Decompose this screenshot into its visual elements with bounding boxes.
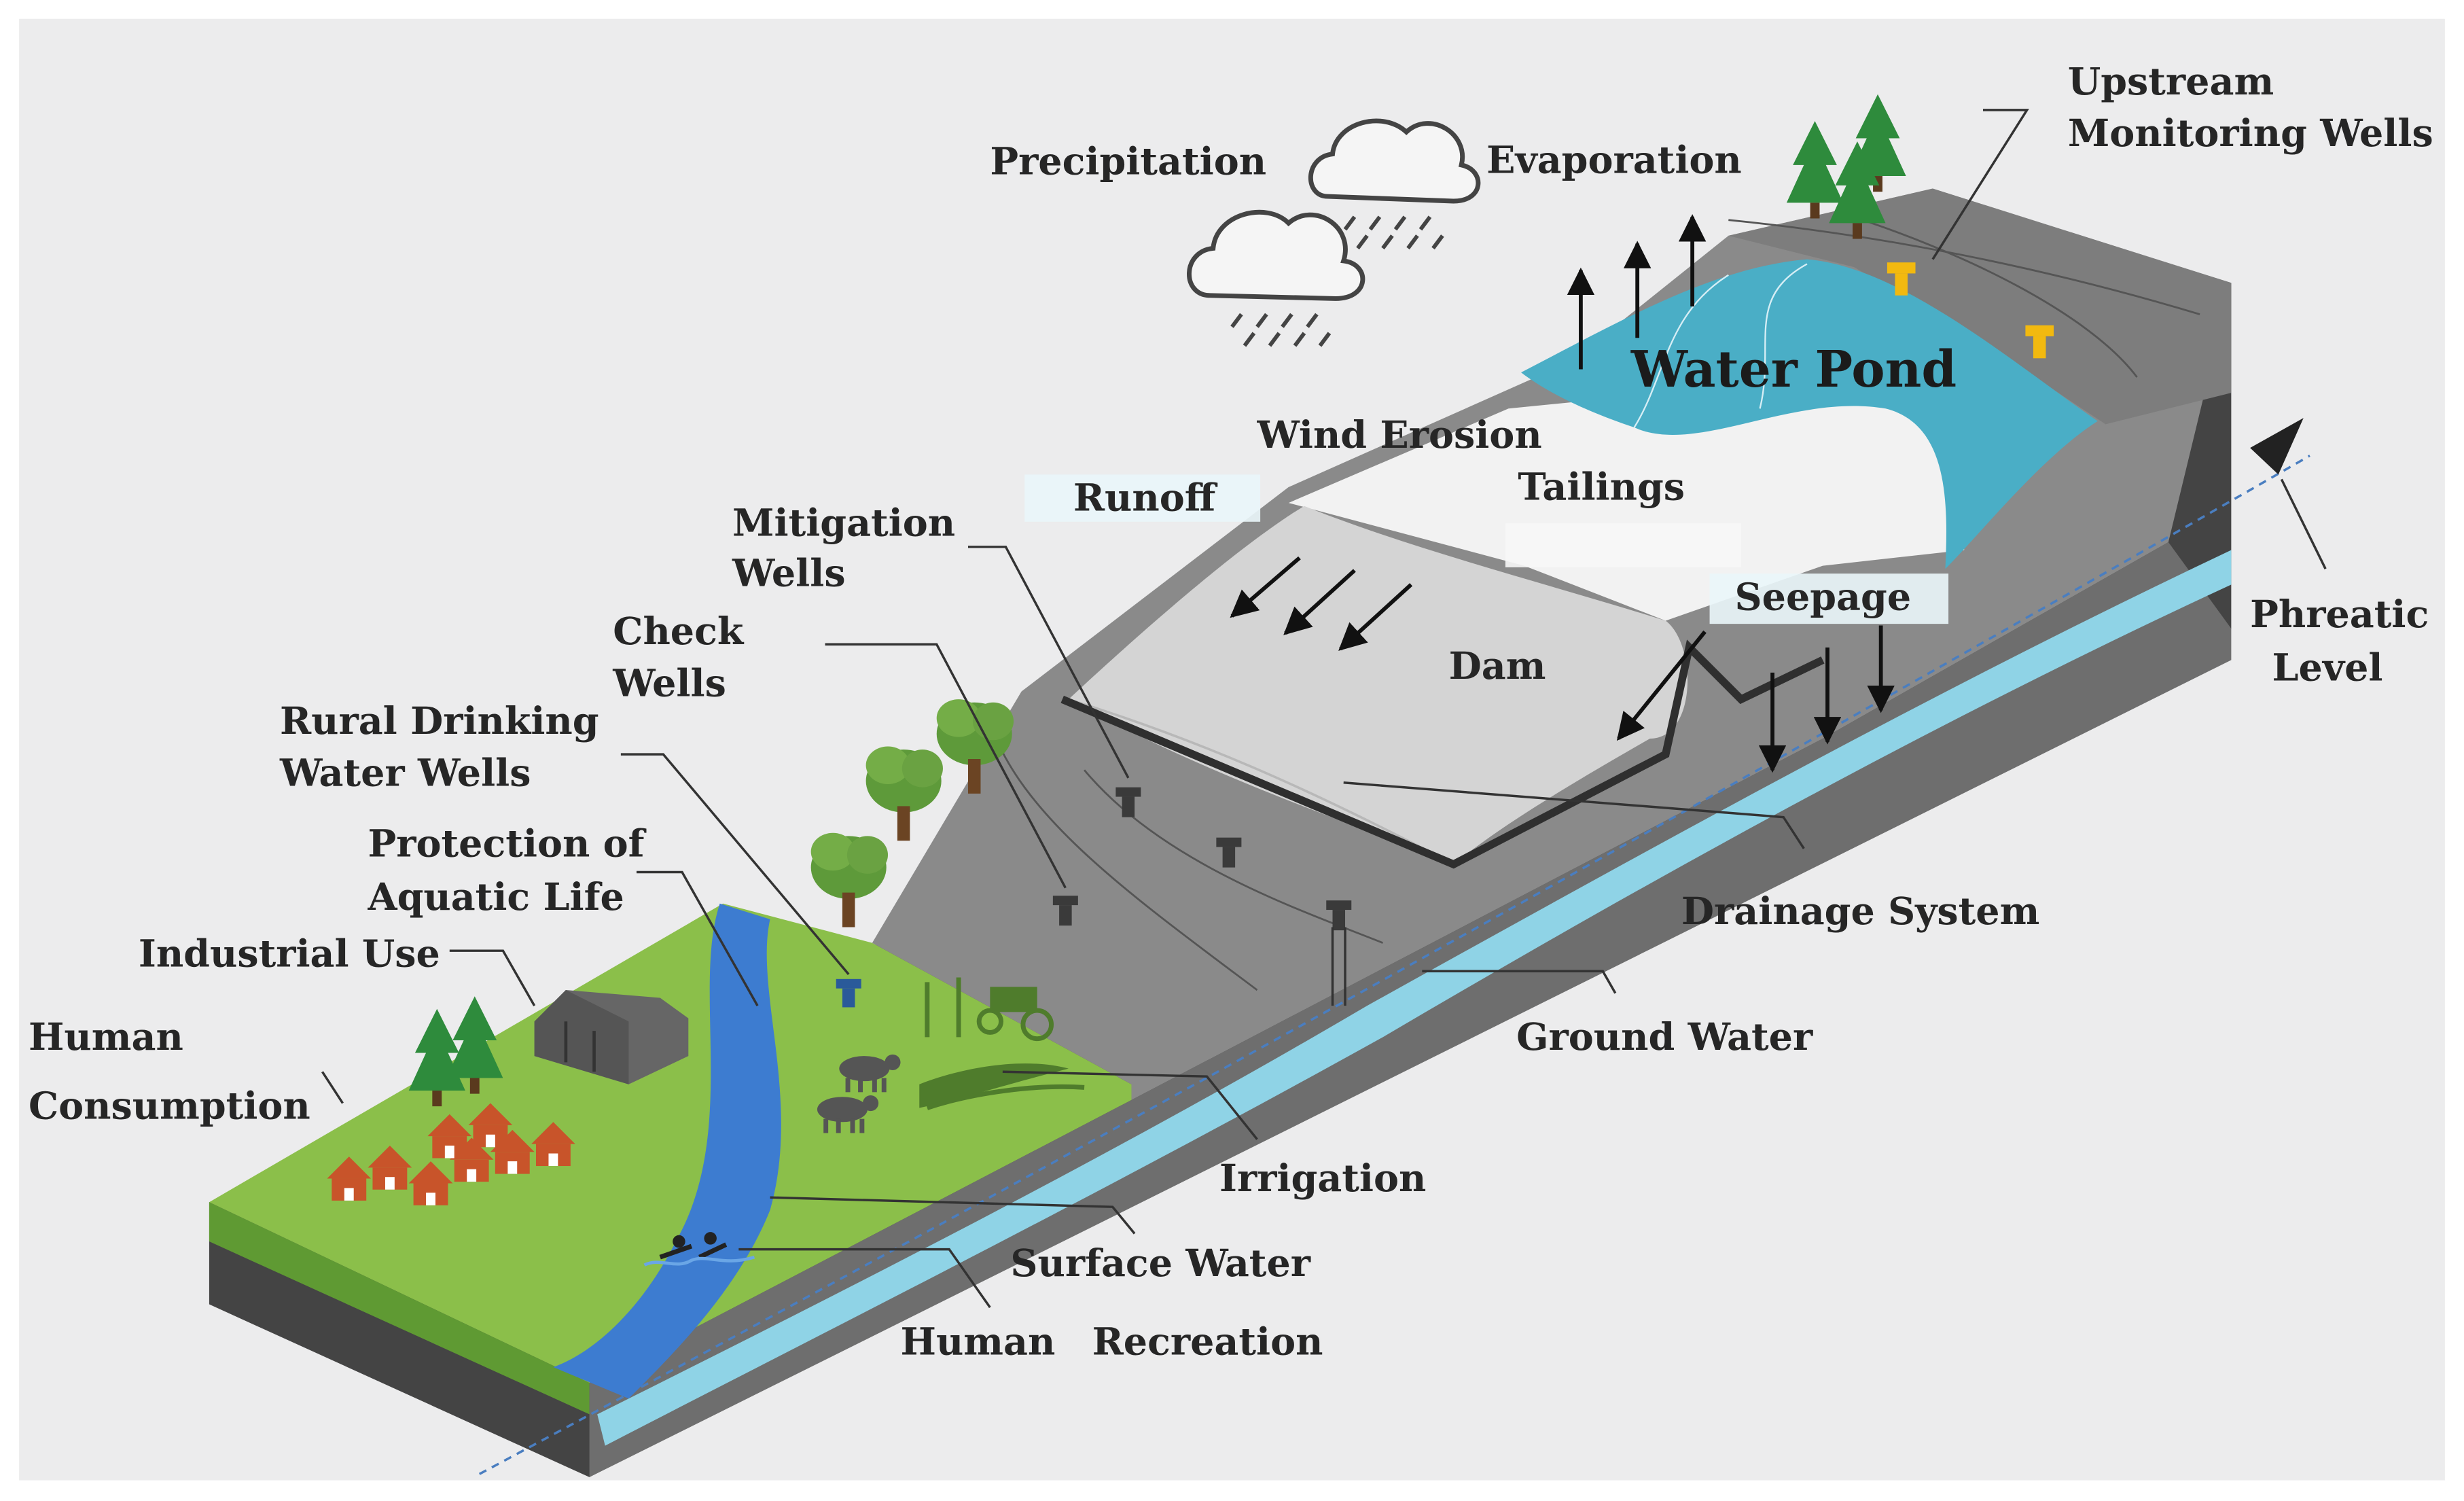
surface-water-label: Surface Water — [1010, 1241, 1310, 1286]
evaporation-arrows — [1567, 214, 1707, 370]
rural-wells-label-line1: Rural Drinking — [280, 699, 599, 743]
water-pond — [1521, 259, 2098, 569]
industrial-building-icon — [534, 989, 689, 1084]
protection-label-line2: Aquatic Life — [368, 875, 624, 919]
leader-lines — [321, 109, 2327, 1309]
protection-label-line1: Protection of — [368, 822, 647, 866]
runoff-label: Runoff — [1073, 476, 1218, 520]
dam-label: Dam — [1449, 644, 1546, 688]
phreatic-line — [478, 455, 2310, 1475]
evaporation-label: Evaporation — [1486, 138, 1742, 182]
check-wells-label-line2: Wells — [612, 662, 726, 706]
farm-icon — [817, 977, 1085, 1133]
rural-wells-label-line2: Water Wells — [279, 751, 531, 795]
drainage-system-label: Drainage System — [1681, 889, 2039, 934]
drainage-line — [1060, 639, 1825, 869]
human-consumption-label-line1: Human — [29, 1015, 183, 1059]
precipitation-label: Precipitation — [990, 140, 1266, 184]
river — [553, 903, 781, 1399]
phreatic-level-label-line1: Phreatic — [2250, 593, 2429, 637]
upstream-terrain — [1728, 188, 2232, 425]
check-wells-label-line1: Check — [613, 610, 745, 654]
upstream-wells-label-line1: Upstream — [2068, 60, 2274, 104]
irrigation-label: Irrigation — [1219, 1156, 1426, 1201]
mitigation-wells-label-line1: Mitigation — [732, 501, 955, 546]
ground-water-label: Ground Water — [1516, 1015, 1813, 1059]
phreatic-level-label-line2: Level — [2272, 646, 2383, 690]
grass-side — [209, 1202, 590, 1415]
human-recreation-label-human: Human — [901, 1320, 1056, 1364]
wind-erosion-arrows — [1230, 556, 1413, 651]
cloud-icon — [1187, 209, 1365, 347]
tailings-surface — [1288, 361, 1965, 621]
dam-face — [1068, 506, 1688, 864]
tailings-label: Tailings — [1518, 465, 1685, 509]
upstream-wells-label-line2: Monitoring Wells — [2068, 111, 2433, 156]
grass-top — [209, 903, 1132, 1383]
mitigation-wells-label-line2: Wells — [732, 552, 846, 596]
check-well-icon — [1326, 900, 1352, 1006]
human-consumption-label-line2: Consumption — [29, 1084, 310, 1129]
industrial-use-label: Industrial Use — [139, 932, 440, 976]
seepage-label: Seepage — [1735, 575, 1912, 619]
human-recreation-label-recreation: Recreation — [1092, 1320, 1323, 1364]
seepage-arrows — [1616, 625, 1895, 773]
groundwater-band — [597, 550, 2232, 1446]
cloud-icon — [1308, 118, 1481, 250]
swimmers-icon — [643, 1232, 755, 1267]
phreatic-marker-icon — [2250, 418, 2304, 475]
wind-erosion-label: Wind Erosion — [1257, 413, 1542, 457]
water-pond-label: Water Pond — [1630, 340, 1957, 399]
